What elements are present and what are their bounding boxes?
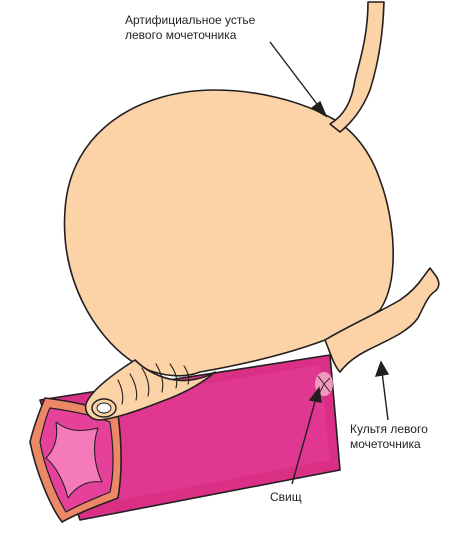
label-artificial-orifice-line1: Артифициальное устье (125, 13, 255, 28)
label-ureter-stump-line1: Культя левого (350, 422, 428, 437)
reimplanted-ureter (330, 2, 384, 132)
label-ureter-stump-line2: мочеточника (350, 437, 428, 452)
label-artificial-orifice-line2: левого мочеточника (125, 28, 255, 43)
label-fistula-text: Свищ (270, 490, 302, 505)
label-ureter-stump: Культя левого мочеточника (350, 422, 428, 452)
label-fistula: Свищ (270, 490, 302, 505)
urethral-meatus-inner (97, 403, 111, 413)
label-artificial-orifice: Артифициальное устье левого мочеточника (125, 13, 255, 43)
